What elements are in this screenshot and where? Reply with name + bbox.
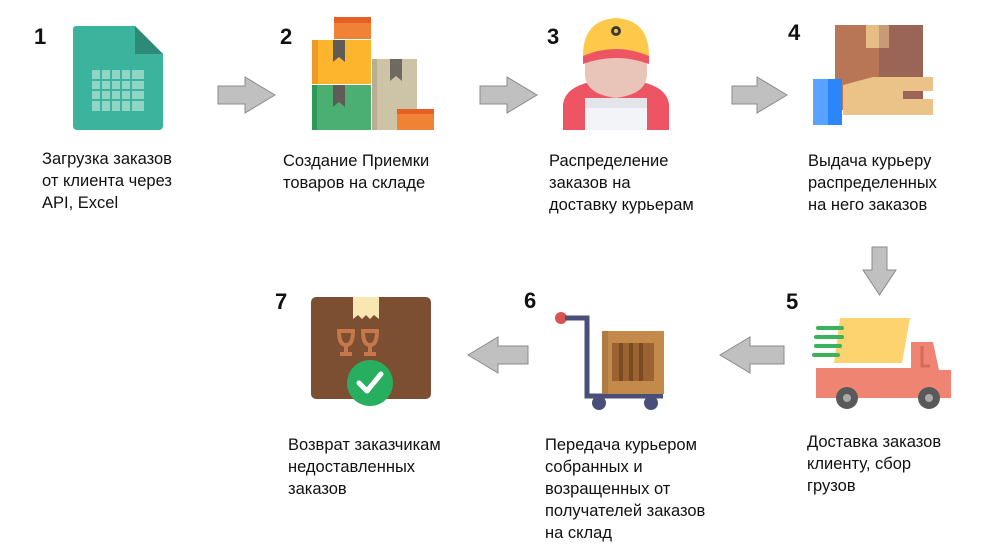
arrow-right-icon	[217, 76, 276, 114]
step-2-number: 2	[280, 24, 293, 49]
arrow-left-icon	[719, 336, 785, 374]
hand-box-icon	[813, 25, 933, 125]
courier-icon	[563, 18, 669, 130]
step-6-number: 6	[524, 288, 537, 313]
step-5-text: Доставка заказов клиенту, сбор грузов	[807, 433, 942, 495]
step-5-number: 5	[786, 289, 799, 314]
arrow-right-icon	[479, 76, 538, 114]
step-6-text: Передача курьером собранных и возращенны…	[545, 436, 706, 542]
step-3-text: Распределение заказов на доставку курьер…	[549, 152, 694, 214]
step-7-number: 7	[275, 289, 288, 314]
spreadsheet-icon	[73, 26, 163, 130]
step-7-text: Возврат заказчикам недоставленных заказо…	[288, 436, 441, 498]
return-box-icon	[311, 297, 431, 406]
arrow-right-icon	[731, 76, 788, 114]
hand-truck-icon	[555, 312, 664, 410]
arrow-down-icon	[862, 246, 897, 296]
delivery-truck-icon	[812, 318, 951, 409]
arrow-left-icon	[467, 336, 529, 374]
step-1-text: Загрузка заказов от клиента через API, E…	[42, 150, 172, 212]
step-1-number: 1	[34, 24, 47, 49]
boxes-icon	[312, 17, 434, 130]
step-2-text: Создание Приемки товаров на складе	[283, 152, 430, 192]
step-4-number: 4	[788, 20, 801, 45]
step-4-text: Выдача курьеру распределенных на него за…	[808, 152, 937, 214]
step-3-number: 3	[547, 24, 560, 49]
